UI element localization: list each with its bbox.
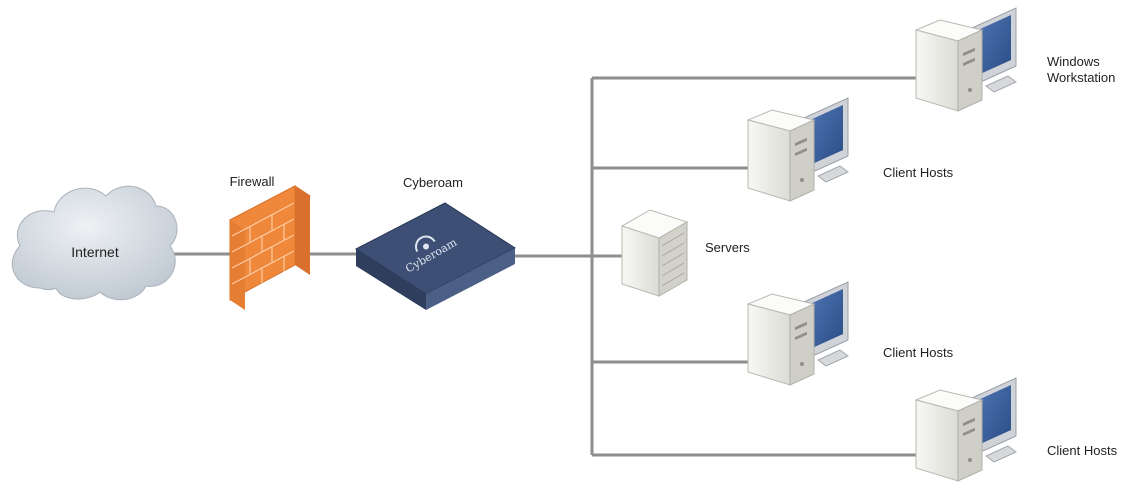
- client-hosts-3-icon: [915, 377, 1017, 482]
- client-hosts-2-label: Client Hosts: [883, 345, 954, 360]
- client-hosts-3-label: Client Hosts: [1047, 443, 1118, 458]
- client-hosts-1-label: Client Hosts: [883, 165, 954, 180]
- windows-workstation-label: Windows Workstation: [1047, 54, 1115, 85]
- firewall-label: Firewall: [230, 174, 275, 189]
- cyberoam-label: Cyberoam: [403, 175, 463, 190]
- firewall-icon: [229, 185, 311, 310]
- windows-workstation-icon: [915, 7, 1017, 112]
- servers-icon: [620, 209, 689, 297]
- servers-label: Servers: [705, 240, 750, 255]
- internet-label: Internet: [71, 244, 119, 260]
- client-hosts-1-icon: [747, 97, 849, 202]
- client-hosts-2-icon: [747, 281, 849, 386]
- windows-workstation-label-line2: Workstation: [1047, 70, 1115, 85]
- internet-cloud-icon: [11, 185, 178, 301]
- connections: [172, 76, 918, 457]
- cyberoam-appliance-icon: Cyberoam: [355, 202, 516, 310]
- windows-workstation-label-line1: Windows: [1047, 54, 1100, 69]
